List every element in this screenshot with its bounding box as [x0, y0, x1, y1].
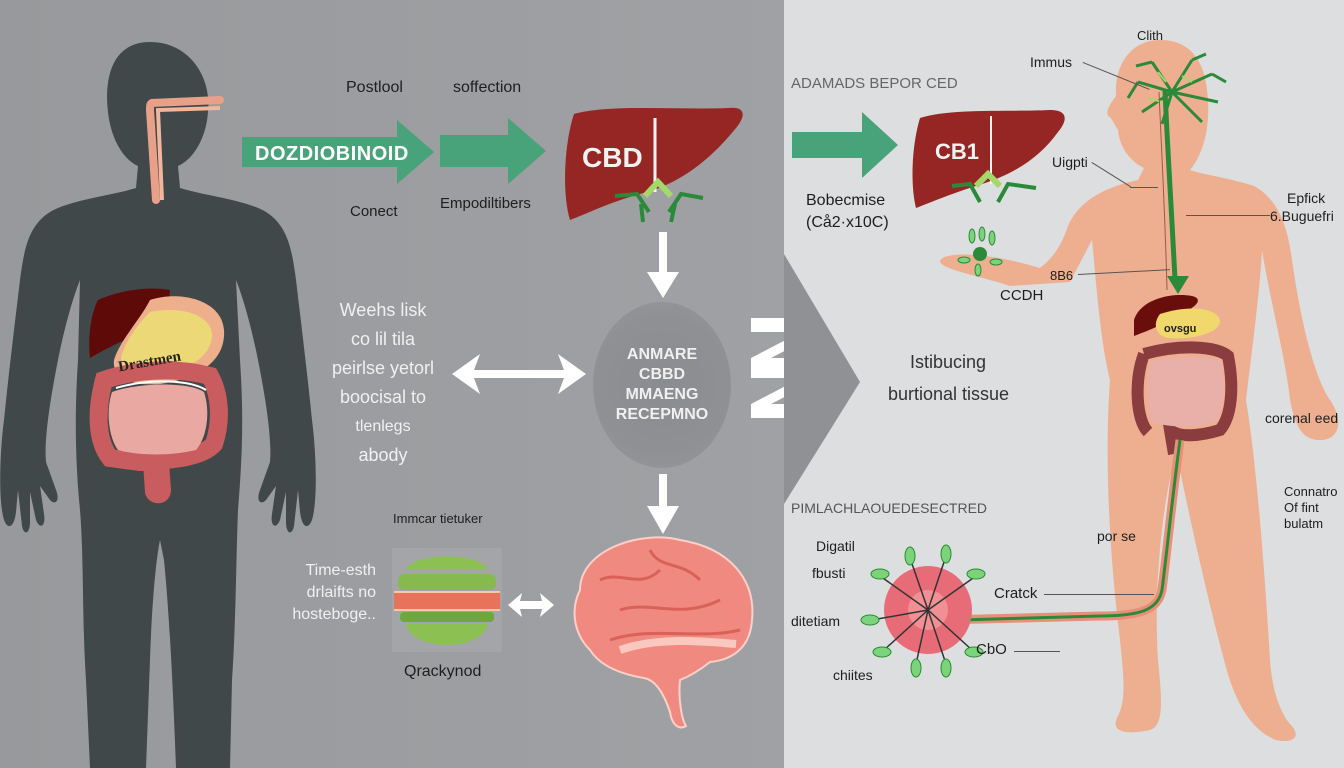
epfick-label: Epfick	[1287, 190, 1326, 206]
buguefri-label: 6.Buguefri	[1270, 208, 1334, 224]
nerve-path	[939, 439, 1185, 625]
liver-cb1	[912, 110, 1065, 208]
liver-cbd-label: CBD	[582, 142, 643, 173]
porse-label: por se	[1097, 528, 1136, 544]
double-arrow-icon	[508, 593, 554, 617]
immus-label: Immus	[1030, 54, 1072, 70]
side-paragraph: Weehs lisk co lil tila peirlse yetorl bo…	[318, 296, 448, 470]
side-paragraph-line: boocisal to	[339, 387, 427, 407]
brain-neuron-icon	[1126, 52, 1227, 125]
body-organs	[1131, 295, 1238, 455]
circle-line: MMAENG	[625, 386, 699, 403]
side-paragraph-line: co lil tila	[350, 329, 416, 349]
connatro-line: Of fint	[1284, 500, 1319, 515]
arrow-right-icon	[792, 112, 898, 178]
uigpti-leader	[1130, 187, 1158, 188]
right-header: ADAMADS BEPOR CED	[791, 75, 958, 92]
cbo-leader	[1014, 651, 1060, 652]
tissue-label-line: burtional tissue	[888, 384, 1010, 404]
label-soffection: soffection	[453, 79, 522, 96]
label-conect: Conect	[350, 203, 398, 220]
receptor-icon	[951, 169, 1037, 203]
side-paragraph-line: peirlse yetorl	[331, 358, 435, 378]
neuron-label-digatil: Digatil	[816, 538, 855, 554]
large-intestine-shape	[89, 361, 228, 472]
neuron-cell-icon	[860, 544, 986, 678]
hand-receptor-icon	[957, 226, 1003, 277]
neuron-label-ditetiam: ditetiam	[791, 613, 841, 629]
side-paragraph-line: tlenlegs	[355, 418, 411, 435]
label-empodiltibers: Empodiltibers	[440, 195, 531, 212]
connatro-line: Connatro	[1284, 484, 1338, 499]
side-paragraph-line: Weehs lisk	[339, 300, 427, 320]
connatro-label: Connatro Of fint bulatm	[1284, 484, 1337, 532]
brain-illustration	[573, 536, 754, 729]
compound-label-line: Bobecmise	[806, 192, 886, 209]
arrow-down-icon	[647, 474, 679, 534]
spinal-nerve	[1158, 89, 1189, 294]
connatro-line: bulatm	[1284, 516, 1324, 531]
circle-line: CBBD	[638, 366, 686, 383]
neuron-label-fbusti: fbusti	[812, 565, 846, 581]
liver-cbd	[565, 107, 743, 220]
organ-tag-label: ovsgu	[1164, 323, 1197, 335]
digestive-organs	[89, 288, 228, 504]
buguefri-leader	[1186, 215, 1270, 216]
tissue-label-line: Istibucing	[910, 352, 987, 372]
main-arrow-label: DOZDIOBINOID	[255, 143, 409, 165]
circle-line: ANMARE	[626, 346, 698, 363]
receptor-caption: Qrackynod	[404, 663, 482, 680]
sbb-label: 8B6	[1050, 268, 1074, 283]
neuron-label-cbo: CbO	[976, 641, 1007, 658]
label-postlool: Postlool	[346, 79, 403, 96]
head-top-label: Clith	[1137, 28, 1164, 43]
tissue-label: Istibucing burtional tissue	[888, 346, 1009, 410]
central-receptor-circle: ANMARE CBBD MMAENG RECEPMNO	[593, 302, 731, 468]
hand-label: CCDH	[1000, 287, 1044, 304]
bottom-paragraph: Time-esth drlaifts no hostebogе..	[266, 560, 376, 626]
chevron-right-icon	[784, 254, 860, 504]
side-paragraph-line: abody	[358, 445, 408, 465]
arrow-right-icon	[242, 120, 434, 184]
neuron-label-chiites: chiites	[833, 667, 873, 683]
bottom-paragraph-line: Time-esth	[305, 562, 376, 579]
arrow-right-icon	[440, 118, 546, 184]
corenal-label: corenal eed	[1265, 410, 1339, 426]
neuron-header: PIMLACHLAOUEDESECTRED	[791, 500, 988, 516]
neuron-label-cratck: Cratck	[994, 585, 1038, 602]
liver-cb1-label: CB1	[935, 139, 980, 164]
receptor-title: Immcar tietuker	[393, 511, 483, 526]
arrow-down-icon	[647, 232, 679, 298]
esophagus	[145, 96, 224, 204]
double-arrow-icon	[452, 354, 586, 394]
cratck-leader	[1044, 594, 1154, 595]
receptor-icon	[614, 177, 704, 223]
uigpti-label: Uigpti	[1052, 154, 1088, 170]
circle-line: RECEPMNO	[615, 406, 709, 423]
receptor-membrane-illustration	[392, 548, 502, 652]
bottom-paragraph-line: hostebogе..	[292, 606, 376, 623]
compound-label-line: (Cå2·x10C)	[806, 214, 889, 231]
compound-label: Bobecmise (Cå2·x10C)	[806, 190, 889, 234]
bottom-paragraph-line: drlaifts no	[306, 584, 376, 601]
